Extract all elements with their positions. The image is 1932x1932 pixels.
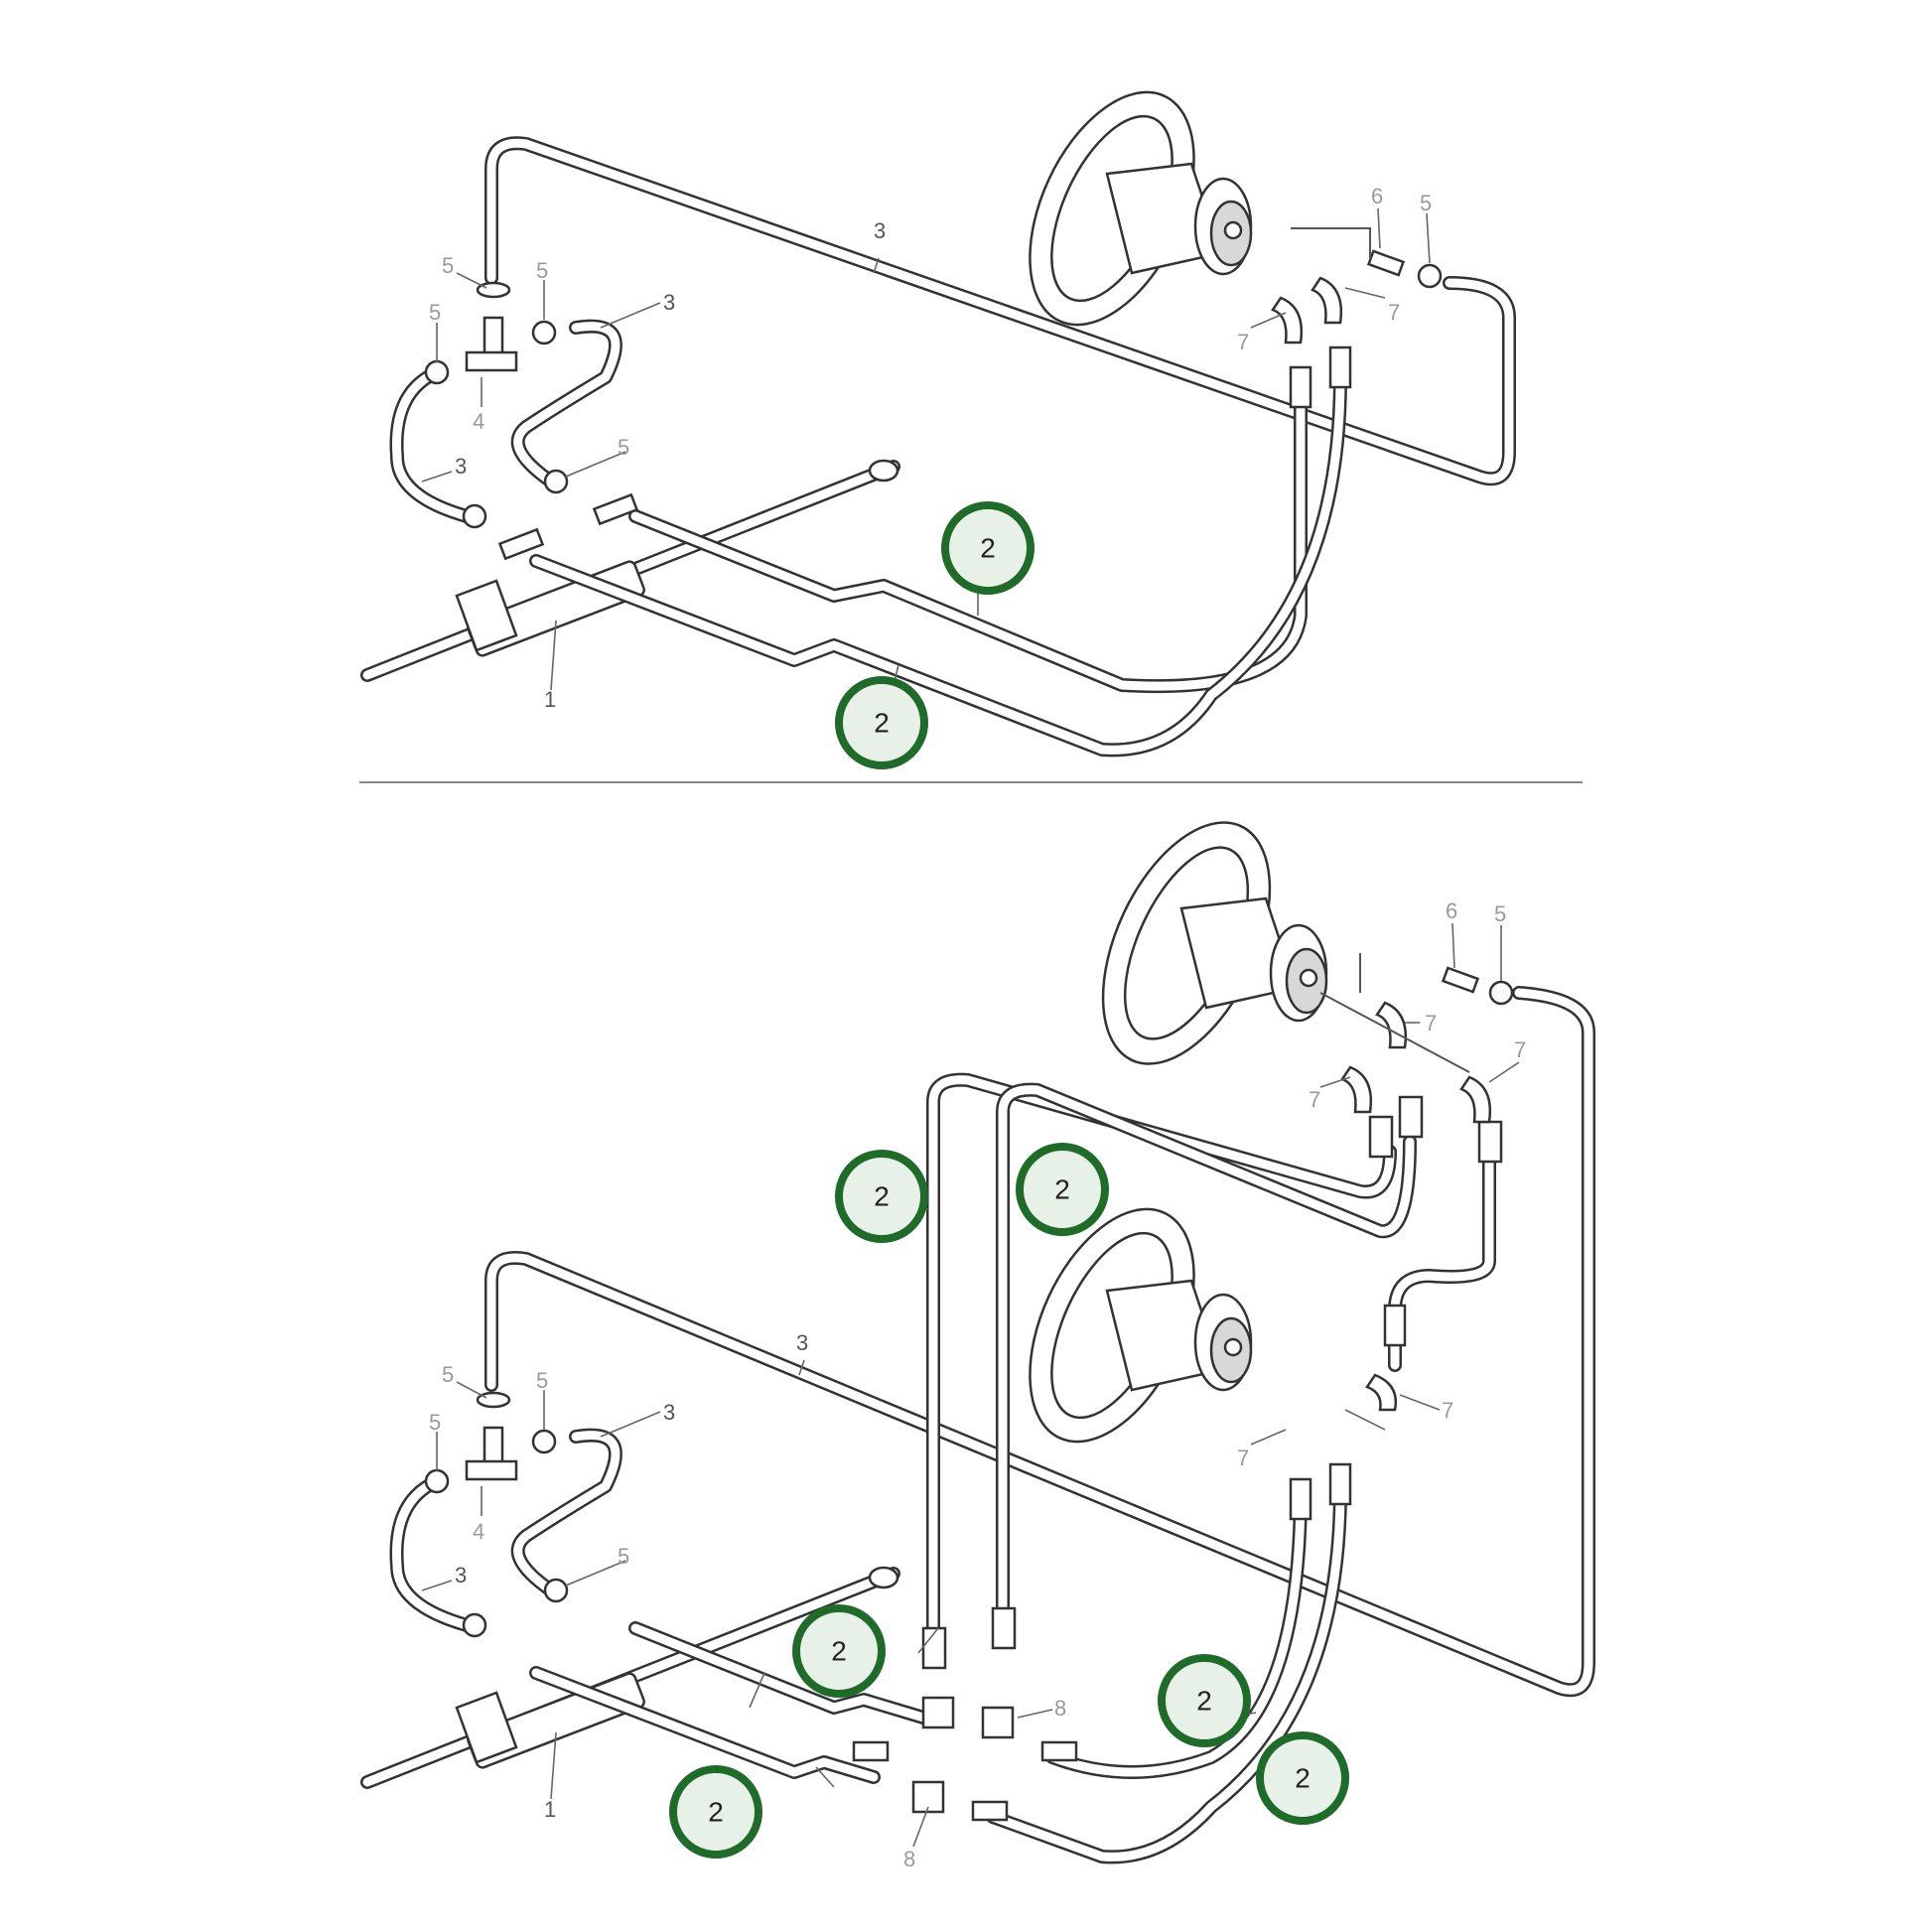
label-fitting-5e-b: 5	[1494, 901, 1506, 926]
svg-text:2: 2	[874, 1181, 890, 1212]
label-fitting-5c: 5	[429, 300, 441, 325]
svg-text:2: 2	[1295, 1763, 1311, 1794]
label-hose-3a: 3	[663, 290, 675, 315]
label-fitting-5b: 5	[536, 258, 548, 283]
label-elbow-7a-b: 7	[1425, 1011, 1437, 1035]
highlight-callout-bottom-b[interactable]: 2	[1016, 1143, 1109, 1236]
label-cylinder-1-b: 1	[544, 1797, 556, 1822]
fittings-top	[424, 249, 1443, 561]
label-valve-6: 6	[1371, 184, 1383, 208]
label-elbow-7c-b: 7	[1514, 1037, 1526, 1062]
label-hose-main-b: 3	[796, 1330, 808, 1355]
label-hose-main: 3	[874, 218, 886, 243]
label-tee-4: 4	[473, 409, 484, 434]
label-cylinder-1: 1	[544, 687, 556, 712]
svg-text:2: 2	[980, 533, 996, 564]
label-fitting-5c-b: 5	[429, 1410, 441, 1435]
highlight-callout-bottom-a[interactable]: 2	[835, 1150, 928, 1243]
label-hose-3b-b: 3	[455, 1563, 467, 1587]
highlight-callout-bottom-f[interactable]: 2	[669, 1765, 762, 1859]
label-fitting-5a-b: 5	[442, 1362, 454, 1387]
steering-helm-upper	[1101, 821, 1328, 1065]
steering-helm-lower	[1029, 1207, 1253, 1444]
label-elbow-7d-b: 7	[1442, 1398, 1453, 1423]
highlight-callout-bottom-c[interactable]: 2	[792, 1604, 886, 1698]
label-fitting-5a: 5	[442, 253, 454, 278]
label-fitting-5e: 5	[1420, 191, 1432, 215]
label-hose-3b: 3	[455, 454, 467, 479]
svg-text:2: 2	[831, 1636, 847, 1667]
label-elbow-7a: 7	[1388, 300, 1400, 325]
highlight-callout-bottom-d[interactable]: 2	[1158, 1654, 1251, 1747]
label-tee-4-b: 4	[473, 1519, 484, 1544]
svg-text:2: 2	[1196, 1686, 1212, 1717]
single-station-diagram: 3 5 5 5 5 5 3 3 4 1 6 7 7 2 2	[360, 90, 1516, 769]
label-fitting-5d: 5	[618, 435, 629, 460]
steering-helm-top	[1029, 90, 1253, 327]
label-elbow-7b: 7	[1237, 330, 1249, 354]
label-elbow-7b-b: 7	[1309, 1087, 1320, 1112]
label-elbow-7e-b: 7	[1237, 1446, 1249, 1470]
highlight-callout-bottom-e[interactable]: 2	[1256, 1731, 1349, 1825]
steering-cylinder-top	[360, 459, 900, 682]
dual-station-diagram: 3 5 5 5 5 5 3 3 4 1 6 7 7 7 7 7 8 8 2 2 …	[360, 821, 1595, 1871]
highlight-callout-top-a[interactable]: 2	[941, 501, 1035, 595]
label-fitting-5d-b: 5	[618, 1544, 629, 1569]
label-tee-8b-b: 8	[903, 1847, 915, 1871]
svg-text:2: 2	[1054, 1174, 1070, 1205]
label-fitting-5b-b: 5	[536, 1368, 548, 1393]
svg-text:2: 2	[874, 708, 890, 739]
label-hose-3a-b: 3	[663, 1400, 675, 1425]
label-valve-6-b: 6	[1446, 898, 1457, 923]
label-tee-8a-b: 8	[1054, 1696, 1066, 1721]
fittings-bottom	[424, 966, 1514, 1822]
highlight-callout-top-b[interactable]: 2	[835, 676, 928, 769]
svg-text:2: 2	[708, 1797, 724, 1828]
